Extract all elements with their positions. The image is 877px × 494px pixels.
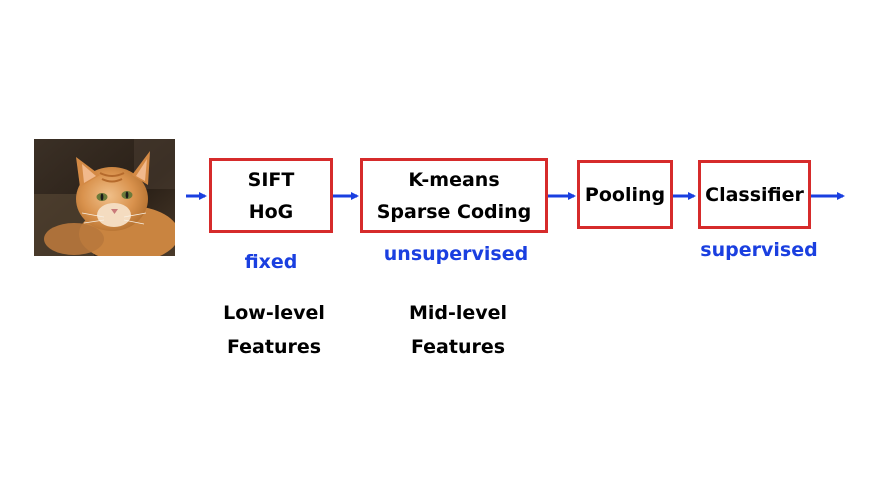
stage-pooling: Pooling	[577, 160, 673, 229]
stage-sparse-coding-label: Sparse Coding	[376, 200, 532, 223]
annotation-unsupervised: unsupervised	[383, 243, 529, 265]
stage-pooling-label: Pooling	[584, 183, 666, 206]
stage-kmeans-label: K-means	[408, 168, 500, 191]
stage-classifier-label: Classifier	[705, 183, 804, 206]
low-level-line-1: Low-level	[223, 302, 325, 324]
cat-icon	[34, 139, 179, 262]
stage-sift-hog: SIFT HoG	[209, 158, 333, 233]
stage-classifier: Classifier	[698, 160, 811, 229]
mid-level-line-2: Features	[410, 336, 506, 358]
annotation-fixed: fixed	[244, 251, 298, 273]
mid-level-features-label: Mid-level Features	[409, 296, 507, 364]
stage-kmeans-sparse-coding: K-means Sparse Coding	[360, 158, 548, 233]
low-level-line-2: Features	[226, 336, 322, 358]
stage-hog-label: HoG	[248, 200, 294, 223]
low-level-features-label: Low-level Features	[223, 296, 325, 364]
stage-sift-label: SIFT	[247, 168, 295, 191]
mid-level-line-1: Mid-level	[408, 302, 508, 324]
cat-photo	[34, 139, 179, 262]
annotation-supervised: supervised	[700, 239, 818, 261]
